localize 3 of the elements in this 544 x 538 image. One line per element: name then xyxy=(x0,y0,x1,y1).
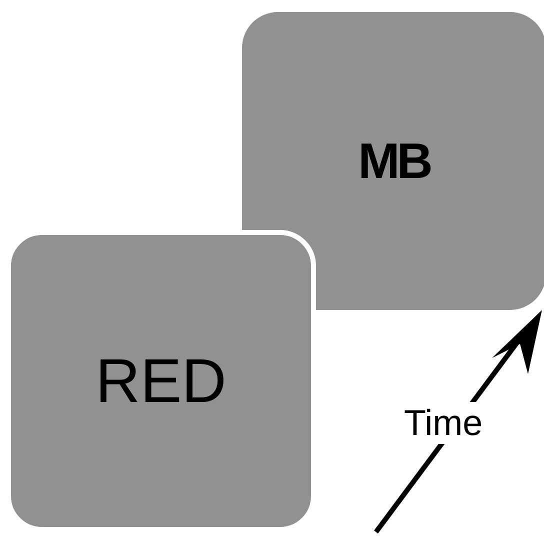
stimulus-word: RED xyxy=(96,346,226,416)
stimulus-word: MB xyxy=(358,132,430,190)
stimulus-card xyxy=(242,12,544,310)
